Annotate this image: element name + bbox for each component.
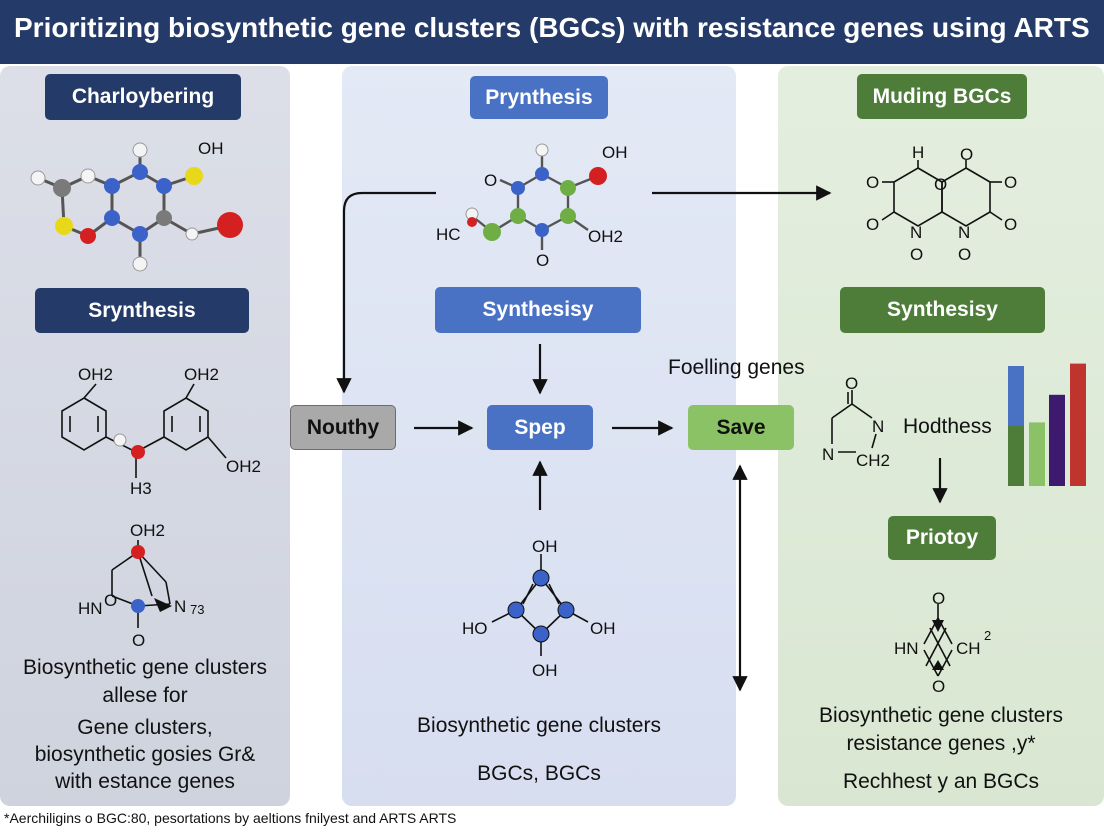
mol-label: N — [872, 417, 884, 436]
mol-label: N — [822, 445, 834, 464]
mol-label: N — [910, 223, 922, 242]
save-box: Save — [688, 405, 794, 450]
skeletal-molecule-right: H O O O O O O N N O O — [866, 143, 1017, 264]
left-text-line-5: with estance genes — [55, 770, 235, 793]
mini-bar-chart — [1008, 363, 1086, 486]
mol-label: HN — [894, 639, 919, 658]
right-text-line-3: Rechhest y an BGCs — [842, 770, 1040, 793]
spep-box: Spep — [487, 405, 593, 450]
mol-label: OH — [602, 143, 628, 162]
mol-label: O — [1004, 173, 1017, 192]
mol-label: OH2 — [78, 365, 113, 384]
mol-label: HO — [462, 619, 488, 638]
mol-label: N — [174, 597, 186, 616]
flow-arrows — [336, 185, 948, 692]
small-ring-molecule-right: O N N CH2 — [822, 374, 890, 470]
middle-text-line-1: Biosynthetic gene clusters — [417, 714, 661, 737]
mol-label: OH — [532, 661, 558, 680]
ball-stick-molecule-middle: O OH HC OH2 O — [436, 143, 628, 270]
charloybering-box: Charloybering — [45, 74, 241, 120]
arrow-top-to-nouthy — [336, 191, 436, 394]
srynthesis-box: Srynthesis — [35, 288, 249, 333]
bar-5 — [1070, 363, 1086, 486]
header-bar: Prioritizing biosynthetic gene clusters … — [0, 0, 1104, 64]
left-text-line-1: Biosynthetic gene clusters — [23, 656, 267, 679]
bar-3 — [1029, 422, 1045, 486]
diamond-molecule-middle: OH HO OH OH — [462, 537, 616, 680]
mol-label: 2 — [984, 628, 991, 643]
left-text-line-4: biosynthetic gosies Gr& — [34, 743, 256, 766]
mol-label: OH — [532, 537, 558, 556]
mol-label: O — [1004, 215, 1017, 234]
mol-label: O — [866, 173, 879, 192]
nouthy-box: Nouthy — [290, 405, 396, 450]
page-title: Prioritizing biosynthetic gene clusters … — [14, 12, 1090, 43]
mol-label: OH2 — [130, 521, 165, 540]
mol-label: O — [932, 677, 945, 696]
mol-label: O — [910, 245, 923, 264]
prynthesis-box: Prynthesis — [470, 76, 608, 119]
mol-label: O — [484, 171, 497, 190]
biphenyl-molecule-left: OH2 OH2 OH2 H3 — [61, 365, 261, 498]
mol-label: CH — [956, 639, 981, 658]
mol-label: O — [845, 374, 858, 393]
bar-2 — [1008, 426, 1024, 486]
foelling-genes-label: Foelling genes — [668, 356, 805, 379]
mol-label: OH2 — [588, 227, 623, 246]
mol-label: O — [932, 589, 945, 608]
mol-label: OH — [590, 619, 616, 638]
right-text-line-2: resistance genes ,y* — [846, 732, 1036, 755]
left-text-line-2: allese for — [102, 684, 188, 707]
priotoy-box: Priotoy — [888, 516, 996, 560]
middle-text-line-2: BGCs, BGCs — [477, 762, 601, 785]
footnote: *Aerchiligins o BGC:80, pesortations by … — [4, 810, 457, 826]
mol-label: N — [958, 223, 970, 242]
mol-label: H — [912, 143, 924, 162]
left-text-line-3: Gene clusters, — [77, 716, 213, 739]
bridged-molecule-right: O HN CH 2 O — [894, 589, 991, 696]
mol-label: O — [934, 175, 947, 194]
synthesisy-box-right: Synthesisy — [840, 287, 1045, 333]
muding-bgcs-box: Muding BGCs — [857, 74, 1027, 119]
mol-label: O — [132, 631, 145, 650]
bicyclic-molecule-left: OH2 HN O N O 73 — [78, 521, 204, 650]
mol-label: 73 — [190, 602, 204, 617]
hodthess-label: Hodthess — [903, 415, 992, 438]
mol-label: O — [960, 145, 973, 164]
bar-4 — [1049, 394, 1065, 486]
mol-label: CH2 — [856, 451, 890, 470]
mol-label: O — [104, 591, 117, 610]
mol-label: OH2 — [226, 457, 261, 476]
mol-label: H3 — [130, 479, 152, 498]
mol-label: HC — [436, 225, 461, 244]
synthesisy-box-middle: Synthesisy — [435, 287, 641, 333]
mol-label: O — [866, 215, 879, 234]
left-panel — [0, 66, 290, 806]
mol-label: OH — [198, 139, 224, 158]
mol-label: OH2 — [184, 365, 219, 384]
bar-1 — [1008, 366, 1024, 426]
mol-label: O — [958, 245, 971, 264]
mol-label: O — [536, 251, 549, 270]
ball-stick-molecule-left: OH — [30, 139, 243, 272]
mol-label: HN — [78, 599, 103, 618]
right-text-line-1: Biosynthetic gene clusters — [819, 704, 1063, 727]
